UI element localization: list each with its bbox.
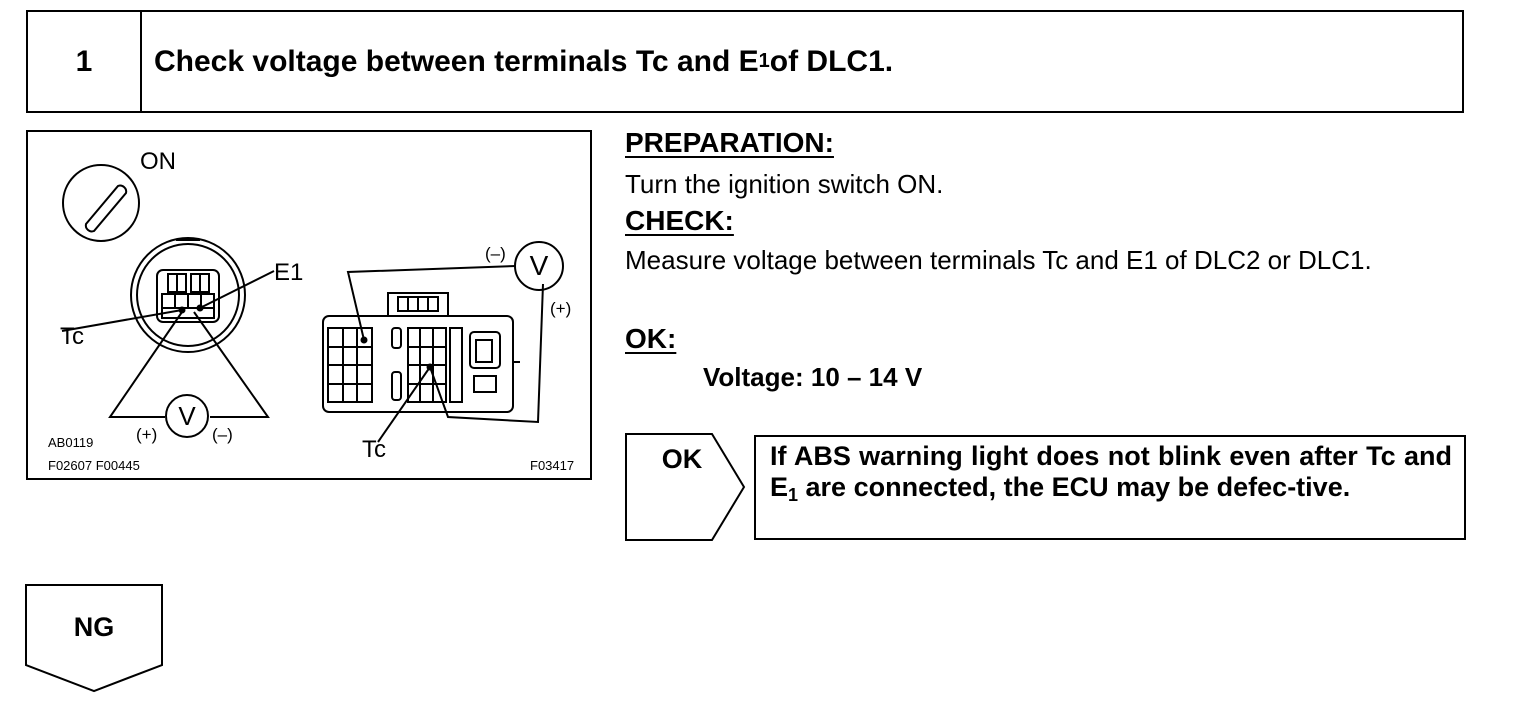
ok-arrow-label: OK [662, 444, 703, 474]
ng-arrow-box: NG [25, 584, 163, 693]
figure-code-ab: AB0119 [48, 435, 93, 450]
step-title-end: of DLC1. [769, 44, 894, 78]
ok-heading: OK: [625, 323, 677, 354]
ok-result-text-b: are connected, the ECU may be defec-tive… [798, 472, 1351, 502]
check-heading: CHECK: [625, 205, 734, 236]
voltmeter-right-symbol: V [530, 250, 549, 281]
step-title-subscript: 1 [758, 50, 770, 72]
step-title-main: Check voltage between terminals Tc and E [154, 44, 759, 78]
step-number: 1 [28, 12, 142, 111]
check-text: Measure voltage between terminals Tc and… [625, 245, 1372, 275]
label-minus-left: (–) [212, 425, 233, 444]
ok-result-text-a: If ABS warning light does not blink even… [770, 441, 1452, 502]
dlc1-connector [130, 237, 246, 353]
ok-result-subscript: 1 [788, 485, 799, 505]
connector-diagram: ON E1 Tc Tc (+) (–) (+) (–) V V AB0119 F… [26, 130, 592, 480]
voltmeter-left-symbol: V [178, 401, 196, 431]
label-tc-right: Tc [362, 436, 386, 463]
ignition-key-icon [62, 164, 140, 242]
voltmeter-left-icon [165, 394, 209, 438]
label-on: ON [140, 148, 176, 175]
preparation-heading: PREPARATION: [625, 127, 834, 158]
step-header: 1 Check voltage between terminals Tc and… [26, 10, 1464, 113]
label-plus-left: (+) [136, 425, 157, 444]
ok-voltage-value: Voltage: 10 – 14 V [703, 362, 923, 392]
diagram-drawing: ON E1 Tc Tc (+) (–) (+) (–) V V AB0119 F… [48, 148, 574, 473]
label-minus-right: (–) [485, 244, 506, 263]
ok-arrow-box: OK [625, 433, 746, 541]
label-tc-left: Tc [60, 323, 84, 350]
ng-arrow-label: NG [74, 612, 115, 642]
preparation-text: Turn the ignition switch ON. [625, 169, 944, 199]
label-plus-right: (+) [550, 299, 571, 318]
figure-code-f1: F02607 F00445 [48, 458, 140, 473]
ok-result-text: If ABS warning light does not blink even… [754, 435, 1466, 540]
figure-code-f3: F03417 [530, 458, 574, 473]
voltmeter-right-icon [514, 241, 564, 291]
step-title: Check voltage between terminals Tc and E… [154, 12, 893, 111]
dlc2-connector [322, 292, 520, 413]
label-e1: E1 [274, 259, 303, 286]
